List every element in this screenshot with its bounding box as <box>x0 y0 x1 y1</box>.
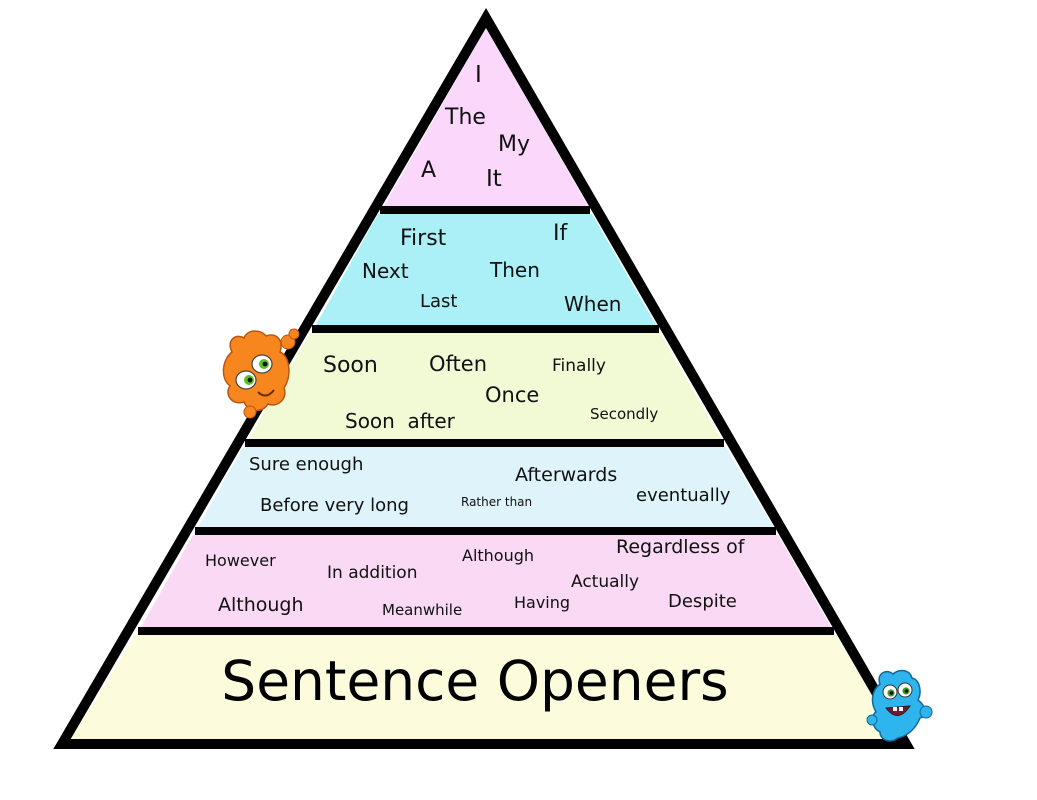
tier-3-word: Finally <box>552 356 606 376</box>
tier-5-word: Despite <box>668 591 737 612</box>
tier-5-band <box>141 535 831 627</box>
tier-1-word: I <box>475 62 482 88</box>
tier-4-word: Afterwards <box>515 464 617 486</box>
tier-3-band <box>249 333 721 439</box>
tier-2-word: If <box>553 221 568 246</box>
tier-3-word: Secondly <box>590 405 658 423</box>
tier-5-word: Although <box>462 546 534 565</box>
tier-3-word: Once <box>485 383 539 407</box>
tier-4-word: Before very long <box>260 495 409 516</box>
tier-1-band <box>384 28 588 206</box>
blue-monster-icon <box>866 669 933 742</box>
tier-1-word: My <box>498 132 530 157</box>
tier-5-word: Regardless of <box>616 536 746 558</box>
tier-5-word: Actually <box>571 572 639 592</box>
tier-2-word: First <box>400 226 447 251</box>
tier-1-word: A <box>421 158 436 183</box>
orange-monster-icon <box>222 328 300 419</box>
tier-4-word: eventually <box>636 485 731 506</box>
tier-3-word: Soon <box>323 353 378 378</box>
tier-1-word: It <box>486 166 502 192</box>
tier-4-word: Sure enough <box>249 454 363 475</box>
tier-2-word: Next <box>362 259 409 283</box>
tier-5-word: Although <box>218 594 304 616</box>
tier-2-word: Last <box>420 291 458 312</box>
tier-2-band <box>316 214 656 325</box>
tier-1-word: The <box>444 105 486 130</box>
tier-2-word: Then <box>489 258 540 282</box>
tier-separators <box>138 206 834 635</box>
pyramid-title: Sentence Openers <box>221 649 728 713</box>
tier-2-word: When <box>564 292 621 316</box>
base-band <box>70 635 899 740</box>
tier-3-word: Often <box>429 352 487 376</box>
tier-5-word: In addition <box>327 563 417 583</box>
tier-5-word: However <box>205 551 276 570</box>
tier-4-word: Rather than <box>461 495 532 509</box>
tier-5-word: Having <box>514 593 570 612</box>
tier-5-word: Meanwhile <box>382 601 462 619</box>
tier-4-band <box>198 447 773 527</box>
tier-3-word: Soon after <box>345 409 456 433</box>
